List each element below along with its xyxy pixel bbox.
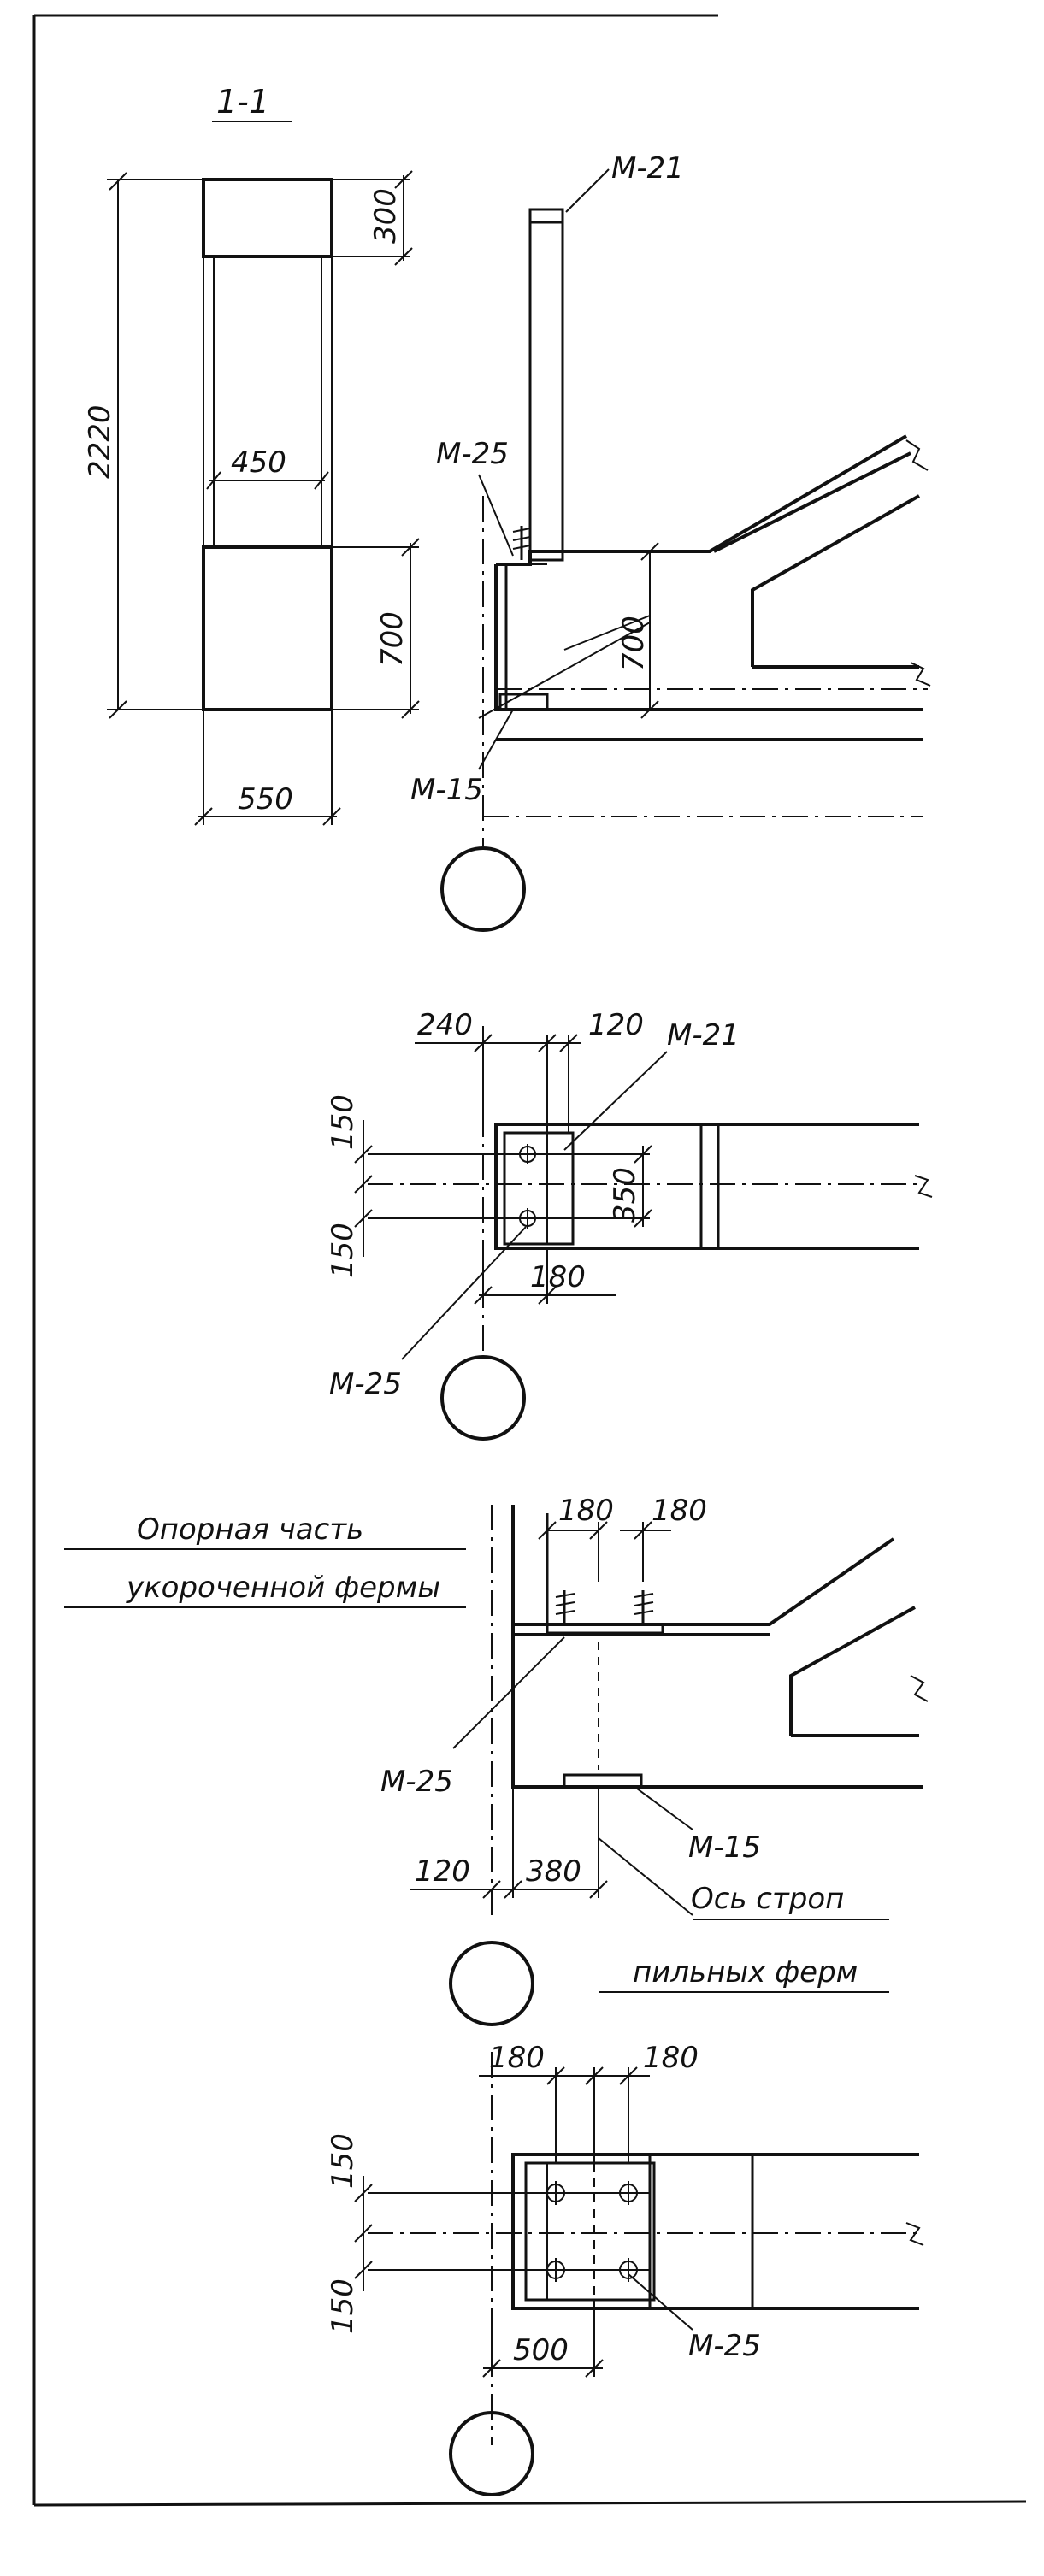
plan1-dim-240: 240 bbox=[417, 1008, 473, 1042]
plan-view-2: 180 180 150 150 500 М-25 bbox=[326, 2041, 924, 2496]
axis-note-line-2: пильных ферм bbox=[633, 1955, 858, 1989]
mark-M15-bottom: М-15 bbox=[410, 709, 514, 807]
dim-550: 550 bbox=[194, 710, 341, 826]
plan1-dim-top: 240 120 bbox=[415, 1008, 644, 1133]
dim-700-beam: 700 bbox=[616, 542, 659, 719]
axis-circle-1 bbox=[440, 846, 526, 932]
mark-M25-left: М-25 bbox=[436, 437, 514, 557]
dim-2220-label: 2220 bbox=[83, 404, 117, 479]
axis-circle-4 bbox=[449, 2411, 534, 2496]
dim-300: 300 bbox=[332, 170, 413, 266]
plan1-mark-M21-label: М-21 bbox=[667, 1018, 740, 1052]
plan-view-1: 240 120 150 150 350 180 bbox=[326, 1008, 933, 1441]
plan1-dim-right: 350 bbox=[573, 1145, 652, 1228]
plan2-dim-500: 500 bbox=[513, 2333, 569, 2367]
plan2-dim-top: 180 180 bbox=[479, 2041, 699, 2163]
plan2-mark-M25-label: М-25 bbox=[688, 2329, 761, 2363]
section2-dim-top: 180 180 bbox=[538, 1494, 707, 1624]
section2-mark-M15-label: М-15 bbox=[688, 1830, 761, 1865]
dim-700-beam-label: 700 bbox=[616, 616, 651, 671]
section2-dim-180-left: 180 bbox=[558, 1494, 614, 1528]
plan2-dim-150-top: 150 bbox=[326, 2133, 360, 2189]
plan1-dim-350: 350 bbox=[608, 1167, 642, 1223]
section2-dim-120: 120 bbox=[415, 1854, 470, 1889]
section2-axis-note: Ось строп пильных ферм bbox=[598, 1837, 889, 1993]
mark-M25-left-label: М-25 bbox=[436, 437, 509, 471]
section-1-1: 1-1 2220 300 bbox=[83, 83, 931, 932]
plan2-dim-180-right: 180 bbox=[643, 2041, 699, 2075]
section2-mark-M25: М-25 bbox=[380, 1636, 565, 1799]
dim-700-column-label: 700 bbox=[375, 611, 410, 667]
dim-450-label: 450 bbox=[231, 445, 286, 480]
column-elevation bbox=[202, 178, 333, 711]
mark-M21-top: М-21 bbox=[565, 151, 684, 213]
truss-side-view bbox=[478, 208, 931, 846]
dim-300-label: 300 bbox=[369, 188, 403, 244]
sheet-frame bbox=[32, 14, 1027, 2507]
axis-circle-3 bbox=[449, 1941, 534, 2026]
mark-M21-top-label: М-21 bbox=[611, 151, 684, 186]
section2-dim-bottom: 120 380 bbox=[410, 1787, 608, 1899]
mark-M15-bottom-label: М-15 bbox=[410, 773, 483, 807]
section2-mark-M15: М-15 bbox=[636, 1788, 761, 1865]
section2-dim-180-right: 180 bbox=[652, 1494, 707, 1528]
dim-2220: 2220 bbox=[83, 172, 203, 719]
axis-note-line-1: Ось строп bbox=[691, 1882, 844, 1916]
plan1-mark-M21: М-21 bbox=[563, 1018, 740, 1151]
section-title: 1-1 bbox=[216, 83, 269, 121]
plan1-dim-left: 150 150 bbox=[326, 1094, 373, 1278]
plan2-dim-bottom: 500 bbox=[482, 2300, 604, 2378]
plan1-dim-bottom: 180 bbox=[474, 1248, 616, 1305]
dim-450: 450 bbox=[206, 445, 329, 490]
plan2-dim-180-left: 180 bbox=[489, 2041, 545, 2075]
axis-circle-2 bbox=[440, 1355, 526, 1441]
dim-700-column: 700 bbox=[332, 538, 420, 719]
plan1-mark-M25: М-25 bbox=[329, 1226, 527, 1401]
plan2-dim-150-bottom: 150 bbox=[326, 2278, 360, 2334]
section2-note: Опорная часть укороченной фермы bbox=[64, 1512, 466, 1608]
plan1-dim-120: 120 bbox=[588, 1008, 644, 1042]
section2-mark-M25-label: М-25 bbox=[380, 1765, 453, 1799]
note-line-1: Опорная часть bbox=[137, 1512, 363, 1547]
plan1-dim-150-top: 150 bbox=[326, 1094, 360, 1150]
plan1-dim-180: 180 bbox=[530, 1260, 586, 1294]
note-line-2: укороченной фермы bbox=[126, 1571, 440, 1605]
plan1-mark-M25-label: М-25 bbox=[329, 1367, 402, 1401]
plan2-dim-left: 150 150 bbox=[326, 2133, 373, 2334]
section2-dim-380: 380 bbox=[526, 1854, 581, 1889]
section-view-2: Опорная часть укороченной фермы bbox=[64, 1494, 929, 2026]
plan1-dim-150-bottom: 150 bbox=[326, 1223, 360, 1278]
plan2-mark-M25: М-25 bbox=[628, 2273, 761, 2363]
dim-550-label: 550 bbox=[238, 782, 293, 816]
